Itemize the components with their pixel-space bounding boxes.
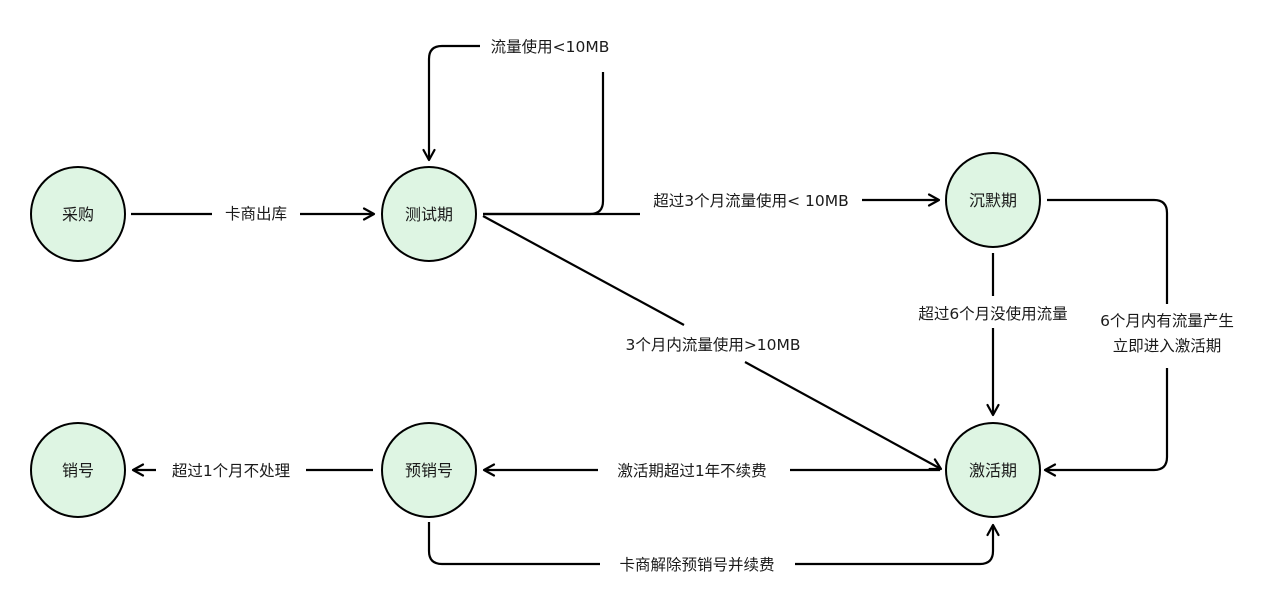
edge-testing-to-silent [483,193,941,216]
edge-self-loop-right [483,72,605,216]
node-active: 激活期 [945,422,1041,518]
edge-self-loop-left [422,44,480,162]
node-cancelled-label: 销号 [62,461,94,480]
node-cancelled-circle [30,422,126,518]
label-pre-cancel-to-active: 卡商解除预销号并续费 [619,556,774,574]
edge-pre-cancel-to-active-line-b [795,523,1000,566]
edge-pre-cancel-to-active-line-a [427,522,600,566]
edge-testing-to-active-line-a [482,215,685,326]
edge-pre-cancel-to-active [427,522,1000,566]
node-testing-circle [381,166,477,262]
node-cancelled: 销号 [30,422,126,518]
node-pre-cancel-circle [381,422,477,518]
edge-silent-side-line-b [1043,368,1169,477]
node-pre-cancel: 预销号 [381,422,477,518]
node-silent-circle [945,152,1041,248]
label-purchase-to-testing: 卡商出库 [225,205,287,223]
label-pre-cancel-to-cancelled: 超过1个月不处理 [172,462,290,480]
label-silent-to-active-side-line2: 立即进入激活期 [1113,337,1222,355]
node-purchase-circle [30,166,126,262]
label-testing-to-active: 3个月内流量使用>10MB [625,336,800,354]
node-purchase-label: 采购 [62,205,94,224]
label-silent-to-active-down: 超过6个月没使用流量 [918,305,1067,323]
node-purchase: 采购 [30,166,126,262]
node-silent: 沉默期 [945,152,1041,248]
edge-testing-to-active-line-b [744,361,943,471]
node-silent-label: 沉默期 [969,191,1017,210]
edge-silent-to-active-side [1043,198,1169,477]
label-testing-to-silent: 超过3个月流量使用< 10MB [653,192,849,210]
label-silent-to-active-side-line1: 6个月内有流量产生 [1100,312,1234,330]
label-testing-self-loop: 流量使用<10MB [491,38,610,56]
node-testing: 测试期 [381,166,477,262]
edge-silent-side-line-a [1047,198,1169,304]
edge-testing-to-active [482,215,943,471]
node-active-circle [945,422,1041,518]
node-active-label: 激活期 [969,461,1017,480]
label-active-to-pre-cancel: 激活期超过1年不续费 [617,462,766,480]
node-pre-cancel-label: 预销号 [405,461,453,480]
node-testing-label: 测试期 [405,205,453,224]
